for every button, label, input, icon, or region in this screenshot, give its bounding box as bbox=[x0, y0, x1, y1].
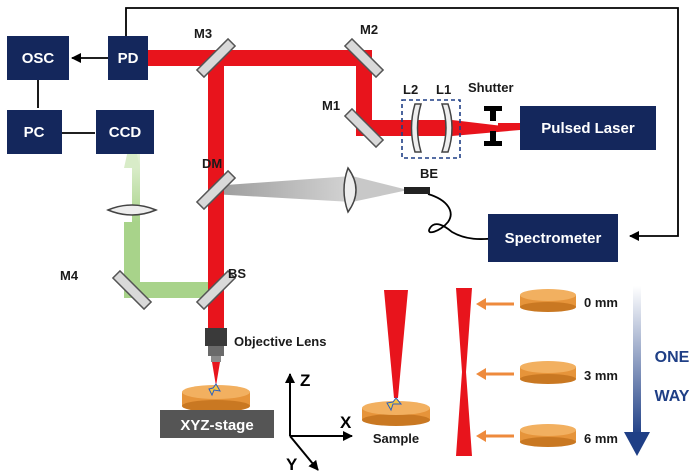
sample-plasma-icon bbox=[386, 397, 403, 412]
mirror-m2 bbox=[343, 37, 385, 79]
pd-box bbox=[108, 36, 148, 80]
coordinate-axes bbox=[285, 373, 353, 471]
y-axis-label: Y bbox=[286, 455, 298, 474]
depth-disk-6mm bbox=[520, 424, 576, 447]
instrument-boxes bbox=[7, 36, 656, 262]
dichroic-mirror-dm bbox=[195, 169, 237, 211]
sample-disk bbox=[362, 401, 430, 426]
m1-label: M1 bbox=[322, 98, 340, 113]
depth-label-1: 3 mm bbox=[584, 368, 618, 383]
depth-label-2: 6 mm bbox=[584, 431, 618, 446]
l1-label: L1 bbox=[436, 82, 451, 97]
mirror-m4 bbox=[111, 269, 153, 311]
laser-beam-shutter-pass bbox=[498, 123, 520, 129]
dm-label: DM bbox=[202, 156, 222, 171]
pulsed-laser-box bbox=[520, 106, 656, 150]
fiber-connector bbox=[404, 187, 430, 194]
lenses bbox=[106, 103, 453, 216]
depth-disk-3mm bbox=[520, 361, 576, 384]
mirror-m1 bbox=[343, 107, 385, 149]
pc-box bbox=[7, 110, 62, 154]
depth-label-0: 0 mm bbox=[584, 295, 618, 310]
laser-beam-top bbox=[142, 50, 364, 66]
m3-label: M3 bbox=[194, 26, 212, 41]
objective-lens-label: Objective Lens bbox=[234, 334, 326, 349]
x-axis-label: X bbox=[340, 413, 352, 432]
y-axis bbox=[289, 435, 319, 471]
lens-l2 bbox=[410, 103, 422, 153]
one-way-label-line1: ONE bbox=[655, 349, 690, 366]
z-axis-label: Z bbox=[300, 371, 310, 390]
xyz-stage-box bbox=[160, 410, 274, 438]
pulsed-laser-label: Pulsed Laser bbox=[541, 120, 635, 137]
beam-splitter-bs bbox=[195, 269, 237, 311]
lens-l1 bbox=[440, 103, 453, 153]
depth-arrows bbox=[476, 298, 514, 442]
ccd-label: CCD bbox=[109, 124, 142, 141]
osc-box bbox=[7, 36, 69, 80]
depth-disk-0mm bbox=[520, 289, 576, 312]
pc-label: PC bbox=[24, 124, 45, 141]
plasma-spark-icon bbox=[208, 383, 221, 397]
laser-beam-right-vertical bbox=[356, 50, 372, 136]
focusing-lens bbox=[343, 166, 357, 214]
optical-fiber bbox=[427, 193, 499, 240]
beam-expander-box bbox=[401, 99, 461, 159]
xyz-stage-label: XYZ-stage bbox=[180, 417, 253, 434]
objective-lens bbox=[205, 328, 227, 362]
collection-beam-taper bbox=[352, 176, 408, 202]
collection-beam bbox=[212, 176, 352, 202]
mirrors bbox=[111, 37, 385, 311]
sample-focus-cone bbox=[384, 290, 408, 398]
mirror-m3 bbox=[195, 37, 237, 79]
m2-label: M2 bbox=[360, 22, 378, 37]
laser-beam-to-objective bbox=[208, 300, 224, 328]
ccd-tube-lens bbox=[106, 204, 158, 216]
objective-focus-cone bbox=[212, 362, 220, 386]
bs-label: BS bbox=[228, 266, 246, 281]
osc-label: OSC bbox=[22, 50, 55, 67]
green-beam-horizontal bbox=[124, 282, 214, 298]
shutter-label: Shutter bbox=[468, 80, 514, 95]
stage-sample-disk bbox=[182, 385, 250, 412]
one-way-arrow bbox=[624, 286, 650, 456]
ccd-box bbox=[96, 110, 154, 154]
spectrometer-box bbox=[488, 214, 618, 262]
focal-waist-beam bbox=[456, 288, 472, 456]
imaging-beam bbox=[124, 150, 214, 298]
signal-wires bbox=[37, 7, 679, 241]
one-way-label-line2: WAY bbox=[655, 388, 690, 405]
shutter-icon bbox=[484, 106, 502, 146]
pd-spectrometer-wire bbox=[125, 7, 679, 241]
spectrometer-label: Spectrometer bbox=[505, 230, 602, 247]
be-label: BE bbox=[420, 166, 438, 181]
m4-label: M4 bbox=[60, 268, 79, 283]
sample-label: Sample bbox=[373, 431, 419, 446]
l2-label: L2 bbox=[403, 82, 418, 97]
pd-label: PD bbox=[118, 50, 139, 67]
